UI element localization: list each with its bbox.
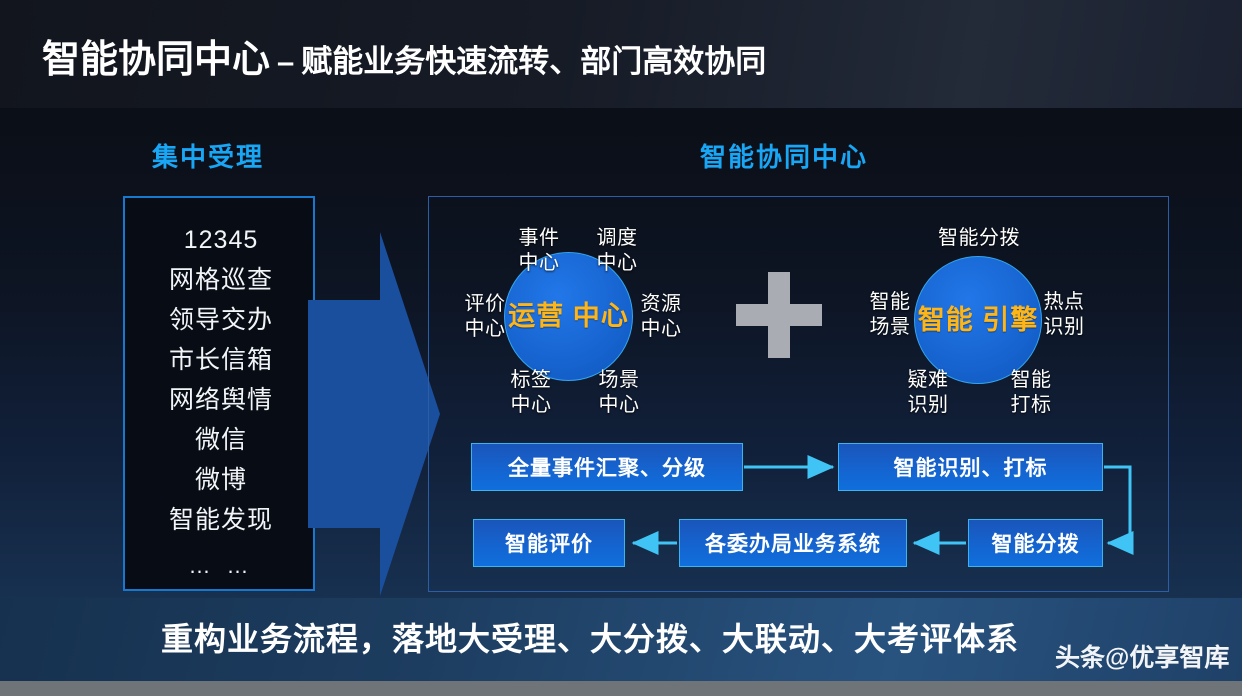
hub-satellite-hotspot-recognition: 热点 识别 <box>1043 291 1085 338</box>
page-title-dash: – <box>277 44 295 79</box>
flow-box-evaluate[interactable]: 智能评价 <box>473 519 625 567</box>
watermark: 头条@优享智库 <box>1055 644 1230 672</box>
section-heading-hub: 智能协同中心 <box>700 142 869 172</box>
intake-channels-box: 12345 网格巡查 领导交办 市长信箱 网络舆情 微信 微博 智能发现 … … <box>123 196 315 591</box>
hub-operations-circle: 运营 中心 <box>504 252 633 381</box>
list-item: 市长信箱 <box>168 346 273 374</box>
bottom-banner: 重构业务流程，落地大受理、大分拨、大联动、大考评体系 <box>0 598 1242 681</box>
header-band: 智能协同中心–赋能业务快速流转、部门高效协同 <box>0 0 1242 108</box>
hub-satellite-evaluation-center: 评价 中心 <box>464 293 506 340</box>
list-item: 智能发现 <box>168 506 273 534</box>
hub-operations-core-label: 运营 中心 <box>508 301 629 331</box>
list-item: 网络舆情 <box>168 386 273 414</box>
page-title-main: 智能协同中心 <box>42 39 271 81</box>
plus-icon <box>736 272 822 358</box>
banner-text: 重构业务流程，落地大受理、大分拨、大联动、大考评体系 <box>161 621 1020 657</box>
list-item: 12345 <box>183 226 259 254</box>
hub-satellite-dispatch-center: 调度 中心 <box>596 227 638 274</box>
page-title-sub: 赋能业务快速流转、部门高效协同 <box>301 44 767 79</box>
flow-box-aggregate[interactable]: 全量事件汇聚、分级 <box>471 443 743 491</box>
bottom-strip <box>0 681 1242 696</box>
hub-engine-core-label: 智能 引擎 <box>917 304 1039 335</box>
hub-engine-circle: 智能 引擎 <box>914 256 1042 384</box>
flow-box-assign[interactable]: 智能分拨 <box>968 519 1103 567</box>
hub-satellite-smart-dispatch: 智能分拨 <box>938 227 1020 249</box>
list-item: 领导交办 <box>168 306 273 334</box>
list-item: 微信 <box>194 426 247 454</box>
flow-direction-arrow-icon <box>308 232 440 596</box>
hub-panel <box>428 196 1169 592</box>
hub-satellite-resource-center: 资源 中心 <box>640 293 682 340</box>
list-item-ellipsis: … … <box>188 553 254 578</box>
page-title: 智能协同中心–赋能业务快速流转、部门高效协同 <box>42 28 766 83</box>
hub-satellite-event-center: 事件 中心 <box>518 227 560 274</box>
hub-satellite-smart-scene: 智能 场景 <box>869 291 911 338</box>
list-item: 微博 <box>194 466 247 494</box>
section-heading-intake: 集中受理 <box>152 142 265 172</box>
flow-box-recognize[interactable]: 智能识别、打标 <box>838 443 1103 491</box>
hub-satellite-smart-tagging: 智能 打标 <box>1010 369 1052 416</box>
list-item: 网格巡查 <box>168 266 273 294</box>
flow-box-bureau-systems[interactable]: 各委办局业务系统 <box>679 519 907 567</box>
intake-channels-list: 12345 网格巡查 领导交办 市长信箱 网络舆情 微信 微博 智能发现 … … <box>125 220 317 586</box>
hub-satellite-scene-center: 场景 中心 <box>598 369 640 416</box>
hub-satellite-tag-center: 标签 中心 <box>510 369 552 416</box>
hub-satellite-difficult-recognition: 疑难 识别 <box>907 369 949 416</box>
